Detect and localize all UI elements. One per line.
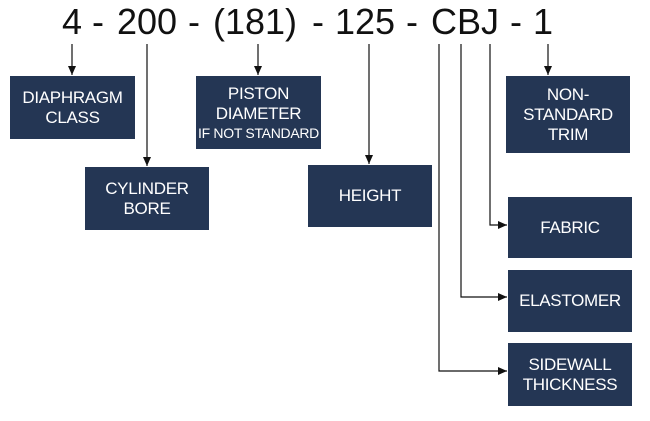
code-separator: - [510, 1, 522, 42]
arrow-fabric [489, 44, 507, 229]
code-separator: - [312, 1, 324, 42]
diaphragm-class-label-line2: CLASS [45, 107, 100, 127]
diaphragm-class-label-line1: DIAPHRAGM [22, 87, 123, 107]
non-standard-trim-box: NON- STANDARD TRIM [506, 76, 630, 153]
fabric-box: FABRIC [508, 197, 632, 258]
cylinder-bore-box: CYLINDER BORE [85, 167, 209, 230]
code-piston-diameter: (181) [213, 1, 298, 42]
sidewall-thickness-box: SIDEWALL THICKNESS [508, 343, 632, 406]
code-diaphragm-class: 4 [62, 1, 83, 42]
non-standard-trim-label-line3: TRIM [547, 124, 589, 144]
cylinder-bore-label-line2: BORE [123, 198, 171, 218]
piston-diameter-label-line3: IF NOT STANDARD [198, 124, 319, 141]
code-separator: - [92, 1, 104, 42]
height-box: HEIGHT [308, 165, 432, 227]
part-number-code: 4 - 200 - (181) - 125 - CBJ - 1 [0, 0, 650, 48]
cylinder-bore-label-line1: CYLINDER [105, 178, 189, 198]
piston-diameter-label-line1: PISTON [227, 83, 290, 103]
sidewall-thickness-label-line1: SIDEWALL [528, 354, 612, 374]
diaphragm-class-box: DIAPHRAGM CLASS [10, 76, 135, 139]
code-trim: 1 [533, 1, 554, 42]
code-separator: - [406, 1, 418, 42]
non-standard-trim-label-line2: STANDARD [523, 104, 613, 124]
arrow-sidewall-thickness [438, 44, 507, 375]
non-standard-trim-label-line1: NON- [546, 84, 590, 104]
elastomer-label: ELASTOMER [519, 291, 621, 310]
code-height: 125 [335, 1, 396, 42]
height-label: HEIGHT [338, 186, 402, 205]
code-separator: - [188, 1, 200, 42]
sidewall-thickness-label-line2: THICKNESS [522, 374, 618, 394]
piston-diameter-label-line2: DIAMETER [215, 103, 302, 123]
elastomer-box: ELASTOMER [508, 270, 632, 332]
code-material-letters: CBJ [431, 1, 500, 42]
arrow-elastomer [460, 44, 507, 301]
fabric-label: FABRIC [540, 217, 600, 237]
code-cylinder-bore: 200 [117, 1, 178, 42]
piston-diameter-box: PISTON DIAMETER IF NOT STANDARD [196, 76, 321, 149]
